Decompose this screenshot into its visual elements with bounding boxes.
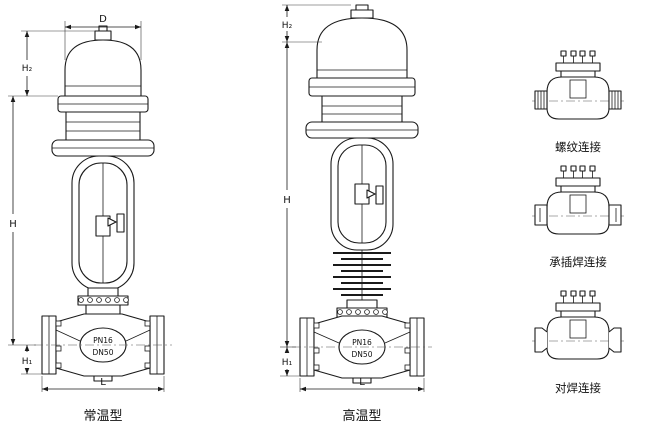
yoke [71,155,135,291]
dim-label-l: L [359,377,365,388]
pn-rating-label: PN16 [93,336,113,345]
socket-weld-connection-drawing [531,165,625,235]
valve-body: PN16 DN50 [292,315,432,384]
dim-label-h2: H₂ [22,64,33,74]
high-temp-valve-drawing: PN16 DN50 H₂ H H₁ L 高温型 [280,4,432,424]
dim-label-h2: H₂ [282,21,293,31]
dim-label-h1: H₁ [282,358,293,368]
dim-label-h: H [9,219,17,230]
dimensions: D H₂ H H₁ L [8,14,165,392]
dim-label-h1: H₁ [22,357,33,367]
travel-indicator-arrow [107,217,117,227]
caption-high-temp-type: 高温型 [342,408,381,424]
dimensions: H₂ H H₁ L [280,4,425,392]
label-socket-weld-connection: 承插焊连接 [549,255,607,269]
valve-body: PN16 DN50 [34,313,172,382]
dn-size-label: DN50 [93,348,114,357]
bonnet [77,287,129,315]
normal-temp-valve-drawing: PN16 DN50 D H₂ H H₁ [8,14,172,424]
travel-scale-plate [116,213,125,233]
dn-size-label: DN50 [352,350,373,359]
travel-scale-plate [375,185,384,205]
butt-weld-connection-drawing [531,290,625,360]
actuator [305,4,419,139]
dim-label-l: L [100,377,106,388]
actuator [51,25,155,157]
label-butt-weld-connection: 对焊连接 [555,381,601,395]
dim-label-d: D [99,14,107,25]
travel-indicator-arrow [366,189,376,199]
pn-rating-label: PN16 [352,338,372,347]
caption-normal-type: 常温型 [83,409,122,424]
radiator-fins [333,250,391,300]
yoke [330,137,394,251]
threaded-connection-drawing [531,50,625,120]
label-threaded-connection: 螺纹连接 [555,140,601,154]
dim-label-h: H [283,195,291,206]
